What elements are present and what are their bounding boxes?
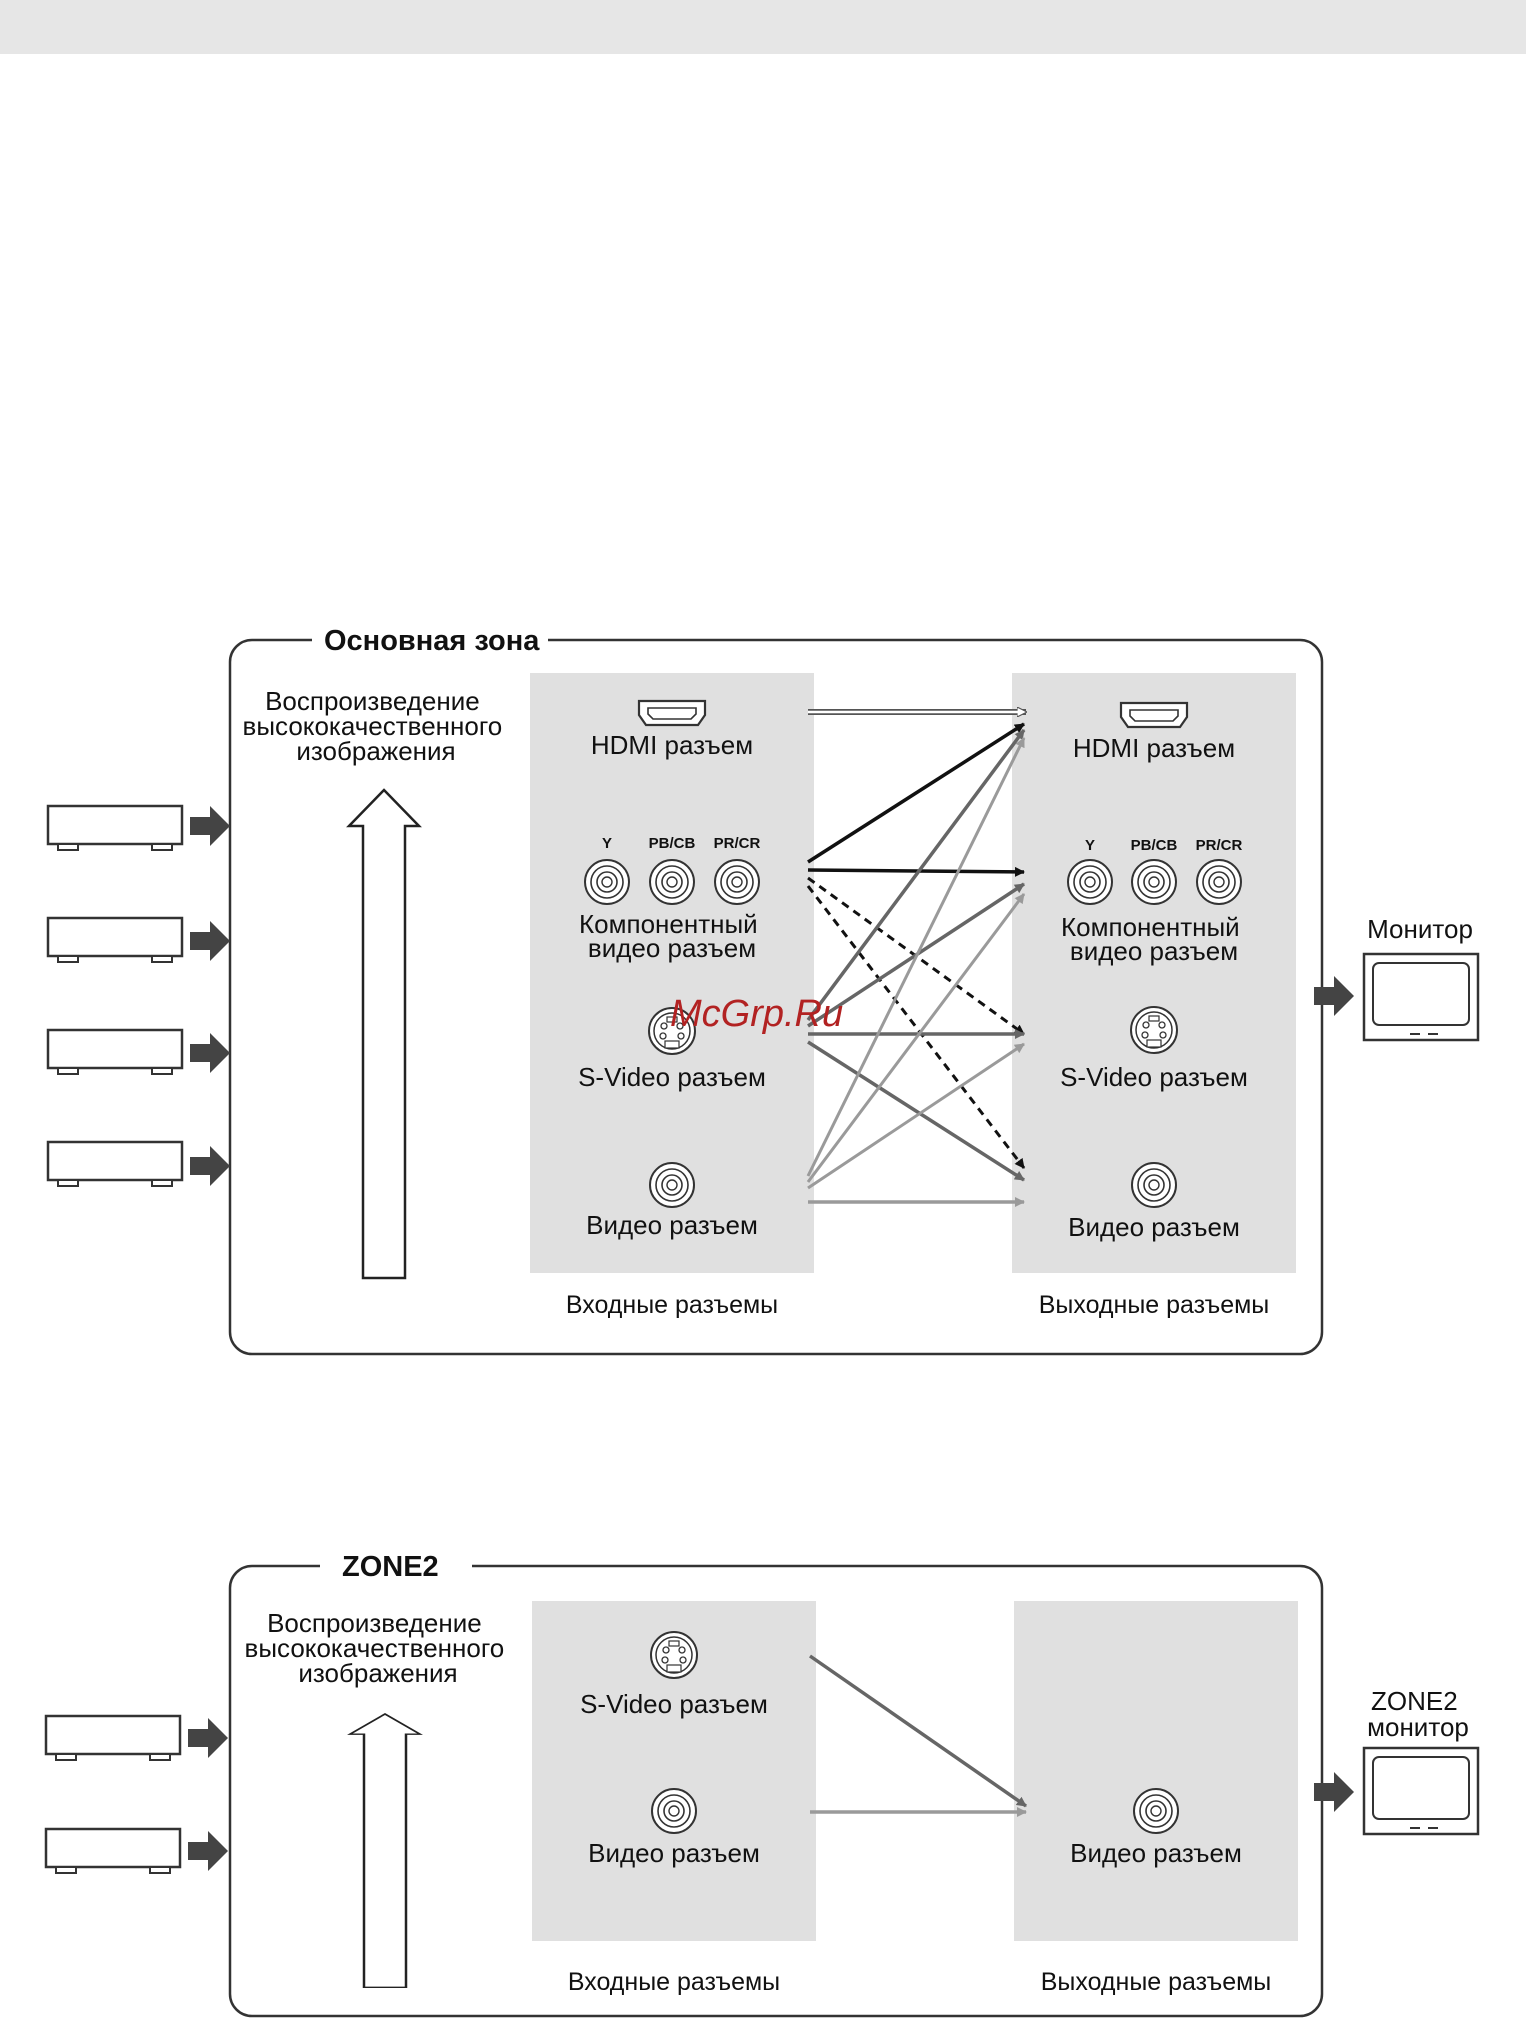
inputs-caption: Входные разъемы: [566, 1291, 778, 1319]
component-pb-jack-icon: [1131, 859, 1177, 905]
pin-pr-label: PR/CR: [1196, 837, 1243, 854]
top-bar: [0, 0, 1526, 54]
input-arrow-icon: [188, 1718, 228, 1758]
main-zone: Основная зона Воспроизведение высококаче…: [46, 625, 1480, 1356]
video-output-label: Видео разъем: [1068, 1212, 1240, 1242]
zone2-svideo-to-video-arrow: [809, 1654, 1027, 1808]
quality-label: Воспроизведение высококачественного изоб…: [243, 686, 510, 766]
zone2-quality-arrow-icon: [348, 1712, 422, 1989]
component-pb-jack-icon: [649, 859, 695, 905]
source-device-icon: [46, 1140, 184, 1188]
zone2-quality-label: Воспроизведение высококачественного изоб…: [245, 1608, 512, 1688]
source-device-icon: [46, 804, 184, 852]
zone2-monitor-label: ZONE2 монитор: [1367, 1686, 1469, 1742]
input-arrow-icon: [190, 1033, 230, 1073]
zone2-svideo-input-label: S-Video разъем: [580, 1689, 768, 1719]
component-pr-jack-icon: [714, 859, 760, 905]
svideo-to-video-arrow: [807, 1040, 1025, 1182]
output-arrow-icon: [1314, 976, 1354, 1016]
video-to-component-arrow: [806, 893, 1026, 1183]
zone2-video-output-icon: [1133, 1788, 1179, 1834]
source-device-icon: [46, 916, 184, 964]
component-to-hdmi-arrow: [807, 722, 1025, 864]
zone2-monitor-icon: [1362, 1746, 1480, 1836]
pin-pb-label: PB/CB: [649, 835, 696, 852]
svideo-input-label: S-Video разъем: [578, 1062, 766, 1092]
hdmi-input-label: HDMI разъем: [591, 730, 753, 760]
zone2-video-input-icon: [651, 1788, 697, 1834]
video-input-icon: [649, 1162, 695, 1208]
component-to-component-arrow: [807, 866, 1025, 877]
component-output-label: Компонентный видео разъем: [1061, 912, 1247, 966]
zone2-title: ZONE2: [342, 1551, 439, 1583]
video-output-icon: [1131, 1162, 1177, 1208]
source-device-icon: [44, 1714, 182, 1762]
input-arrow-icon: [188, 1831, 228, 1871]
zone2: ZONE2 Воспроизведение высококачественног…: [44, 1551, 1480, 2018]
source-device-icon: [44, 1827, 182, 1875]
hdmi-output-icon: [1119, 701, 1189, 729]
outputs-caption: Выходные разъемы: [1039, 1291, 1270, 1319]
main-zone-title: Основная зона: [324, 625, 540, 657]
hdmi-output-label: HDMI разъем: [1073, 733, 1235, 763]
pin-y-label: Y: [602, 835, 612, 852]
video-input-label: Видео разъем: [586, 1210, 758, 1240]
quality-arrow-icon: [347, 788, 421, 1280]
input-arrow-icon: [190, 1146, 230, 1186]
component-pr-jack-icon: [1196, 859, 1242, 905]
monitor-label: Монитор: [1367, 914, 1473, 944]
component-input-label: Компонентный видео разъем: [579, 909, 765, 963]
hdmi-input-icon: [637, 699, 707, 727]
zone2-outputs-caption: Выходные разъемы: [1041, 1968, 1272, 1996]
zone2-video-input-label: Видео разъем: [588, 1838, 760, 1868]
svideo-to-hdmi-arrow: [806, 728, 1026, 1022]
monitor-icon: [1362, 952, 1480, 1042]
watermark: McGrp.Ru: [670, 993, 843, 1035]
zone2-video-output-label: Видео разъем: [1070, 1838, 1242, 1868]
input-arrow-icon: [190, 921, 230, 961]
input-arrow-icon: [190, 806, 230, 846]
component-y-jack-icon: [1067, 859, 1113, 905]
source-device-icon: [46, 1028, 184, 1076]
pin-y-label: Y: [1085, 837, 1095, 854]
component-y-jack-icon: [584, 859, 630, 905]
pin-pb-label: PB/CB: [1131, 837, 1178, 854]
svideo-output-label: S-Video разъем: [1060, 1062, 1248, 1092]
svideo-output-icon: [1130, 1006, 1178, 1054]
zone2-output-panel: [1014, 1601, 1298, 1941]
zone2-inputs-caption: Входные разъемы: [568, 1968, 780, 1996]
pin-pr-label: PR/CR: [714, 835, 761, 852]
zone2-svideo-input-icon: [650, 1631, 698, 1679]
component-to-video-arrow: [806, 885, 1026, 1169]
video-to-hdmi-arrow: [806, 737, 1026, 1177]
video-to-svideo-arrow: [807, 1042, 1025, 1190]
output-arrow-icon: [1314, 1772, 1354, 1812]
